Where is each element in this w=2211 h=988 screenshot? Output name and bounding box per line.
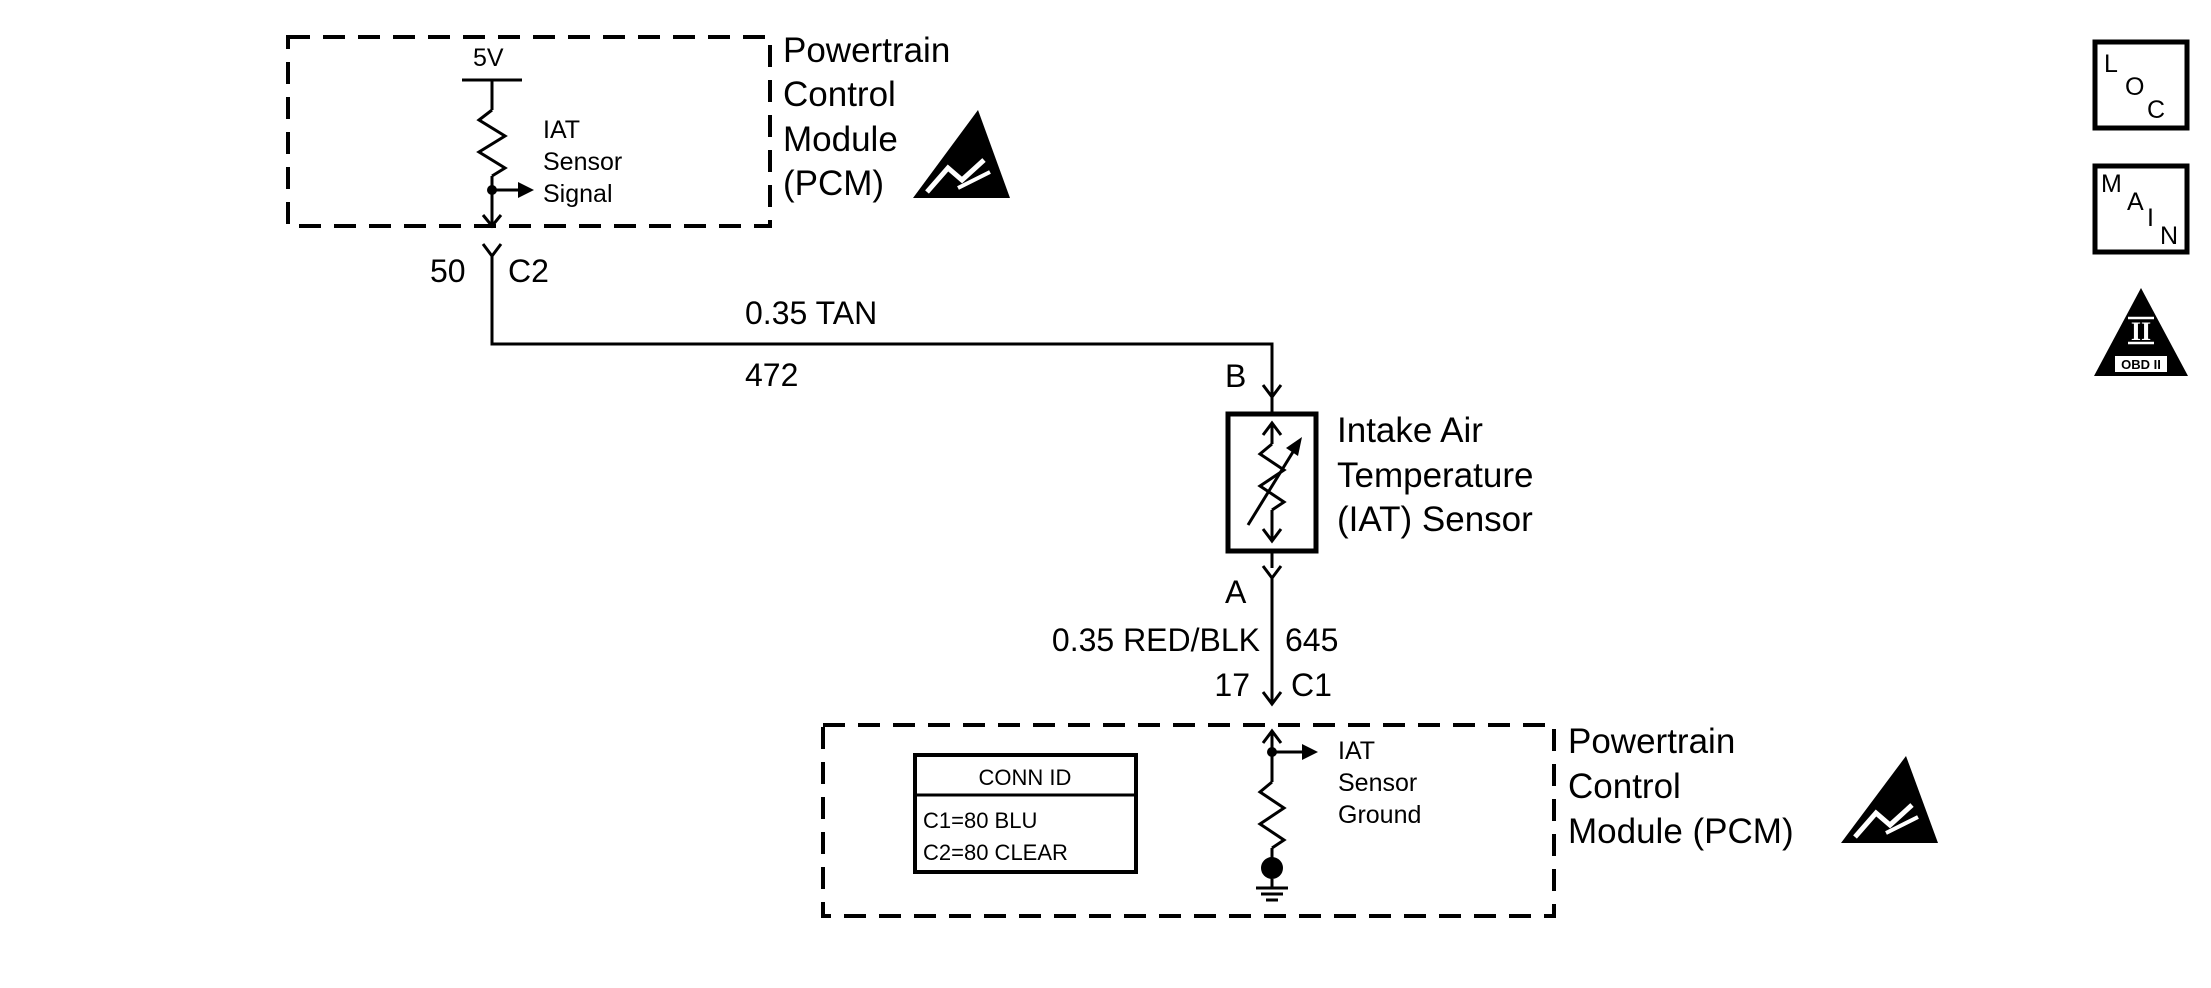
top-pcm-pullup-resistor <box>476 108 508 178</box>
svg-text:I: I <box>2147 204 2154 232</box>
connector-c1-symbol-icon <box>1261 691 1283 707</box>
top-pcm-name-line1: Powertrain <box>783 31 950 70</box>
svg-text:OBD II: OBD II <box>2121 357 2161 372</box>
iat-sensor-name-line2: Temperature <box>1337 456 1533 495</box>
sensor-terminal-a: A <box>1225 574 1247 610</box>
connector-c2-symbol-icon <box>481 243 503 259</box>
sensor-terminal-b: B <box>1225 358 1246 394</box>
top-pcm-signal-line3: Signal <box>543 180 613 208</box>
iat-sensor-name-line3: (IAT) Sensor <box>1337 500 1533 539</box>
svg-text:N: N <box>2160 222 2178 250</box>
svg-text:O: O <box>2125 73 2144 101</box>
top-pcm-name-line3: Module <box>783 120 898 159</box>
bottom-pcm-name-line3: Module (PCM) <box>1568 812 1794 851</box>
iat-sensor-name-line1: Intake Air <box>1337 411 1483 450</box>
svg-text:II: II <box>2131 317 2151 346</box>
svg-text:A: A <box>2127 188 2144 216</box>
svg-text:L: L <box>2104 50 2118 78</box>
top-pcm-signal-line1: IAT <box>543 116 580 144</box>
ground-wire: A 0.35 RED/BLK 645 17 C1 <box>1052 551 1338 707</box>
chassis-ground-icon <box>1256 857 1288 902</box>
obd-ii-icon: II OBD II <box>2094 288 2188 376</box>
connector-c2-pin: 50 <box>430 253 466 289</box>
ground-wire-circuit: 645 <box>1285 622 1338 658</box>
bottom-pcm-resistor <box>1257 780 1287 850</box>
conn-id-row-c1: C1=80 BLU <box>923 808 1037 833</box>
top-pcm-signal-line2: Sensor <box>543 148 622 176</box>
svg-text:C: C <box>2147 96 2165 124</box>
loc-icon: L O C <box>2092 39 2190 131</box>
conn-id-header: CONN ID <box>979 765 1072 790</box>
bottom-pcm-module: CONN ID C1=80 BLU C2=80 CLEAR IAT Sensor… <box>821 722 1938 918</box>
signal-wire-gauge-color: 0.35 TAN <box>745 295 877 331</box>
signal-wire: 0.35 TAN 472 B <box>490 256 1283 414</box>
bottom-pcm-ground-arrow-icon <box>1302 744 1318 760</box>
iat-sensor: Intake Air Temperature (IAT) Sensor <box>1225 411 1533 554</box>
top-pcm-name-line2: Control <box>783 75 896 114</box>
svg-text:M: M <box>2101 170 2122 198</box>
connector-c2-id: C2 <box>508 253 549 289</box>
top-pcm-pin-arrow-icon <box>481 214 503 229</box>
ground-wire-gauge-color: 0.35 RED/BLK <box>1052 622 1260 658</box>
connector-c2: 50 C2 <box>430 243 549 289</box>
main-icon: M A I N <box>2092 163 2190 255</box>
top-pcm-signal-arrow-icon <box>518 182 534 198</box>
connector-c1-pin: 17 <box>1214 667 1250 703</box>
signal-wire-circuit: 472 <box>745 357 798 393</box>
bottom-pcm-ground-line1: IAT <box>1338 737 1375 765</box>
signal-wire-path <box>490 256 1274 395</box>
connector-c1-id: C1 <box>1291 667 1332 703</box>
top-pcm-boundary <box>286 35 772 228</box>
bottom-pcm-name-line2: Control <box>1568 767 1681 806</box>
top-pcm-voltage-label: 5V <box>473 44 504 72</box>
bottom-pcm-ground-line3: Ground <box>1338 801 1421 829</box>
conn-id-table: CONN ID C1=80 BLU C2=80 CLEAR <box>913 753 1138 874</box>
thermistor-symbol-icon <box>1257 442 1287 512</box>
esd-warning-icon <box>913 110 1010 198</box>
conn-id-row-c2: C2=80 CLEAR <box>923 840 1068 865</box>
variable-arrow-icon <box>1286 437 1302 456</box>
top-pcm-name-line4: (PCM) <box>783 164 884 203</box>
bottom-pcm-name-line1: Powertrain <box>1568 722 1735 761</box>
esd-warning-icon-bottom <box>1841 756 1938 843</box>
bottom-pcm-boundary <box>821 723 1556 918</box>
bottom-pcm-ground-line2: Sensor <box>1338 769 1417 797</box>
top-pcm-module: 5V IAT Sensor Signal Powertrain Control … <box>286 31 1010 229</box>
